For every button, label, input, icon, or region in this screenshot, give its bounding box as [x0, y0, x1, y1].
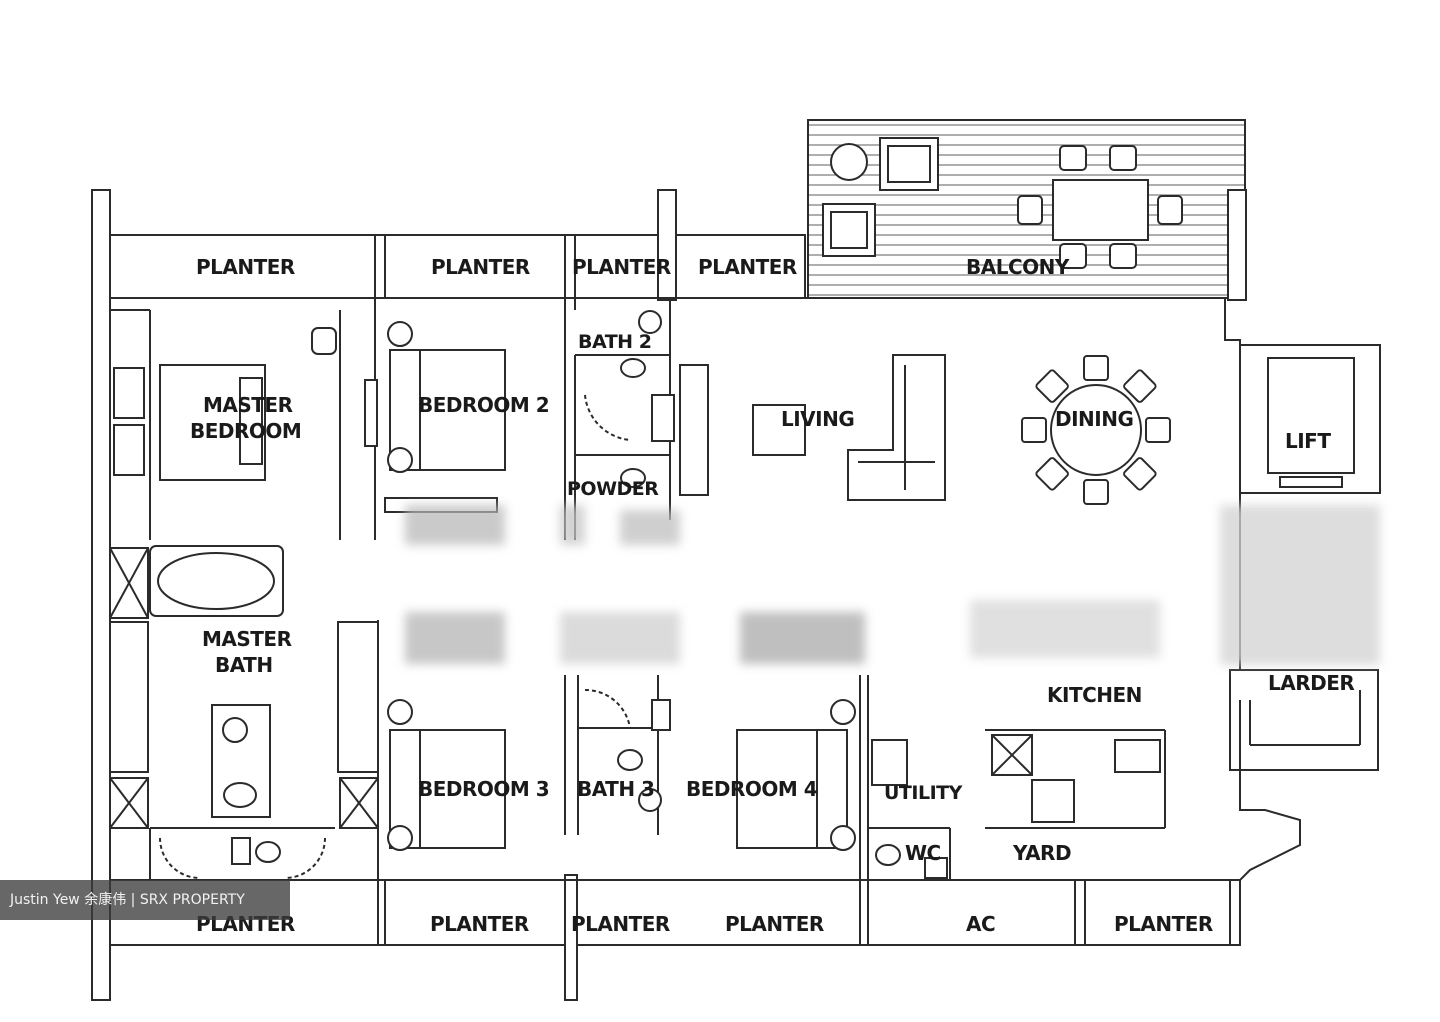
- blur-patch: [970, 600, 1160, 658]
- label-bedroom-2: BEDROOM 2: [418, 393, 550, 417]
- blur-patch: [560, 612, 680, 664]
- label-planter-top-1: PLANTER: [196, 255, 295, 279]
- label-master-bath-1: MASTER: [202, 627, 292, 651]
- label-planter-bot-4: PLANTER: [725, 912, 824, 936]
- blur-patch: [560, 505, 585, 545]
- label-utility: UTILITY: [884, 782, 962, 804]
- label-wc: WC: [905, 841, 941, 865]
- label-balcony: BALCONY: [966, 255, 1069, 279]
- label-planter-top-3: PLANTER: [572, 255, 671, 279]
- dining-chair: [1035, 457, 1069, 491]
- label-ac: AC: [966, 912, 996, 936]
- dining-chair: [1145, 417, 1171, 443]
- dining-chair: [1123, 369, 1157, 403]
- label-planter-top-4: PLANTER: [698, 255, 797, 279]
- column-left: [91, 189, 111, 1001]
- column-mid-top: [657, 189, 677, 301]
- watermark-banner: Justin Yew 余康伟 | SRX PROPERTY: [0, 880, 290, 920]
- label-planter-bot-3: PLANTER: [571, 912, 670, 936]
- label-bedroom-4: BEDROOM 4: [686, 777, 818, 801]
- label-larder: LARDER: [1268, 671, 1355, 695]
- label-planter-top-2: PLANTER: [431, 255, 530, 279]
- dining-chair: [1083, 355, 1109, 381]
- label-master-bedroom-2: BEDROOM: [190, 419, 302, 443]
- blur-patch: [1220, 505, 1380, 665]
- blur-patch: [740, 612, 865, 664]
- label-master-bedroom-1: MASTER: [203, 393, 293, 417]
- blur-patch: [405, 612, 505, 664]
- label-yard: YARD: [1013, 841, 1072, 865]
- dining-chair: [1021, 417, 1047, 443]
- label-bath-3: BATH 3: [577, 777, 655, 801]
- label-planter-bot-2: PLANTER: [430, 912, 529, 936]
- label-kitchen: KITCHEN: [1047, 683, 1142, 707]
- label-lift: LIFT: [1285, 429, 1331, 453]
- column-mid-bottom: [564, 874, 578, 1001]
- dining-chair: [1123, 457, 1157, 491]
- label-bath-2: BATH 2: [578, 331, 652, 353]
- label-living: LIVING: [781, 407, 855, 431]
- blur-patch: [405, 505, 505, 545]
- label-planter-bot-5: PLANTER: [1114, 912, 1213, 936]
- dining-chair: [1083, 479, 1109, 505]
- dining-chair: [1035, 369, 1069, 403]
- label-bedroom-3: BEDROOM 3: [418, 777, 550, 801]
- blur-patch: [620, 510, 680, 545]
- label-dining: DINING: [1055, 407, 1134, 431]
- label-powder: POWDER: [567, 478, 659, 500]
- label-master-bath-2: BATH: [215, 653, 273, 677]
- outer-wall: [109, 234, 1301, 946]
